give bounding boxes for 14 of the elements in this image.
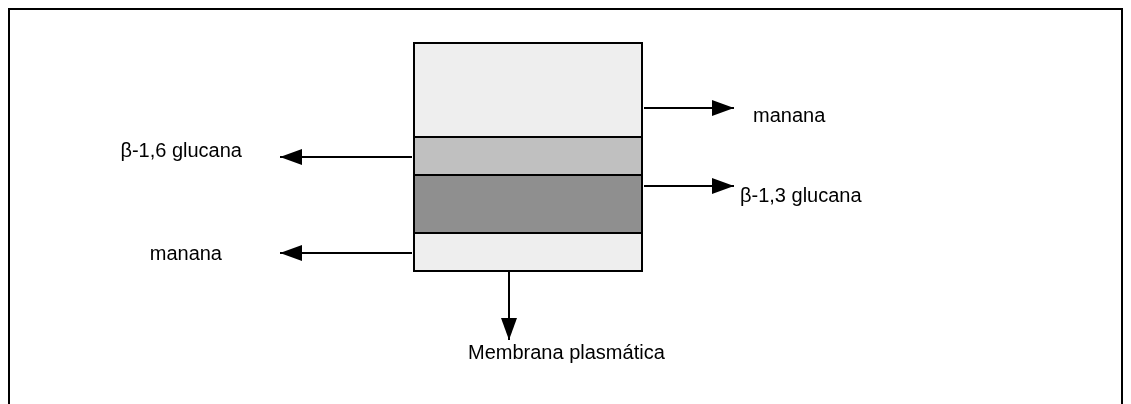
layer-label: β-1,6 glucana [120,138,242,162]
layer-band [413,42,643,138]
layer-band [413,176,643,234]
layer-label: manana [753,103,826,127]
arrow [643,100,735,116]
layer-label: Membrana plasmática [468,340,665,364]
layer-label: β-1,3 glucana [740,183,862,207]
layer-label: manana [149,241,222,265]
layer-band [413,234,643,272]
arrow [501,271,517,341]
arrow [279,149,413,165]
arrow [279,245,413,261]
arrow [643,178,735,194]
layer-band [413,138,643,176]
